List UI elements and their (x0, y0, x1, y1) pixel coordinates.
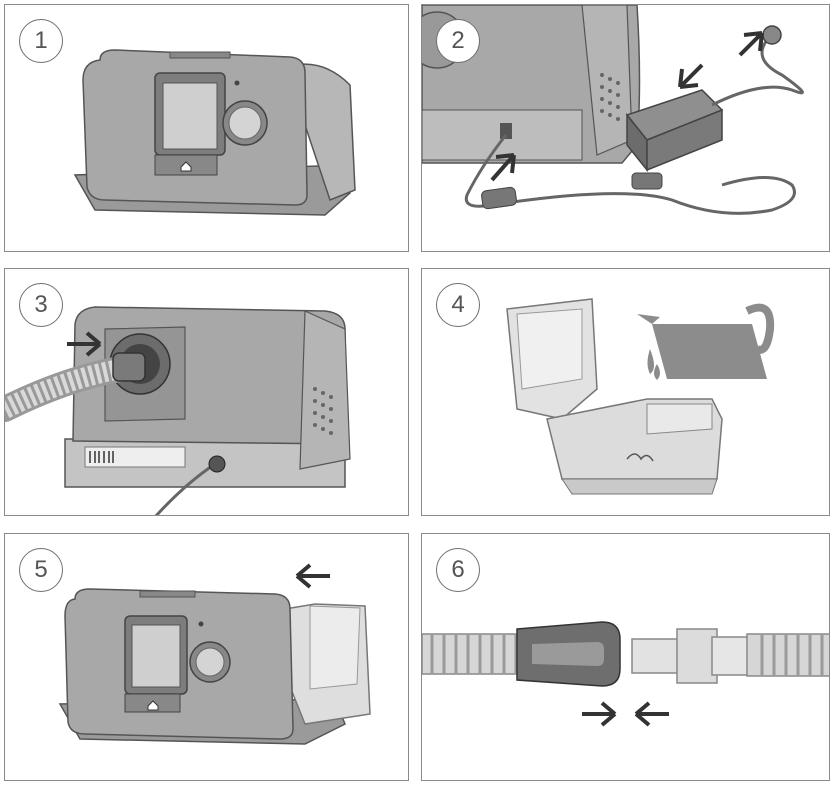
step-panel-6: 6 (421, 533, 830, 781)
step-panel-4: 4 (421, 268, 830, 516)
device-front-icon (73, 49, 356, 216)
step-panel-1: 1 (4, 4, 409, 252)
step-number-badge: 3 (19, 283, 63, 327)
mask-connection-icon (422, 621, 829, 727)
water-tub-insertion-icon (58, 563, 371, 745)
air-tubing-connection-icon (5, 306, 351, 515)
step-number-badge: 2 (436, 19, 480, 63)
step-panel-2: 2 (421, 4, 830, 252)
water-tub-filling-icon (506, 298, 775, 495)
step-panel-5: 5 (4, 533, 409, 781)
step-panel-3: 3 (4, 268, 409, 516)
step-number-badge: 1 (19, 19, 63, 63)
step-number-badge: 4 (436, 283, 480, 327)
step-number-badge: 6 (436, 548, 480, 592)
step-number-badge: 5 (19, 548, 63, 592)
power-supply-connection-icon (422, 5, 804, 215)
